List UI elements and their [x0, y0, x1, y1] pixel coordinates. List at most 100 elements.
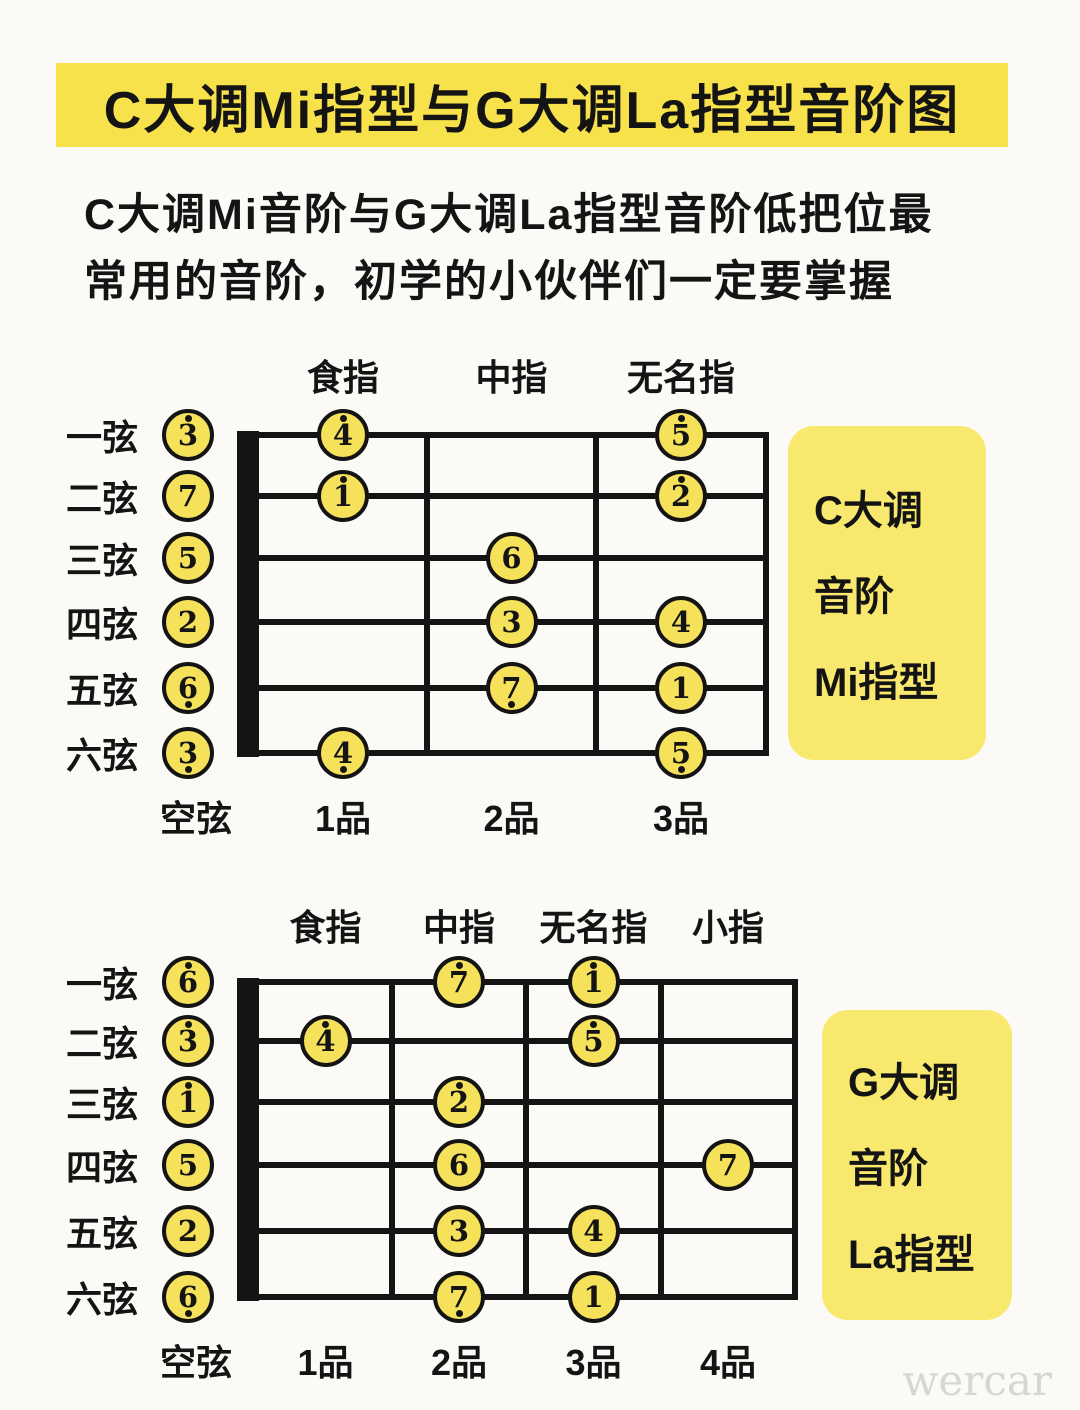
- open-string-note: 5: [162, 1139, 214, 1191]
- fretted-note: 4: [655, 596, 707, 648]
- note-number: 7: [448, 1279, 470, 1314]
- octave-dot-high: [677, 476, 685, 483]
- string-line: [237, 1099, 798, 1105]
- fretted-note: 2: [655, 470, 707, 522]
- side-label-line: 音阶: [848, 1147, 928, 1191]
- finger-label: 中指: [422, 907, 496, 948]
- note-number: 4: [670, 604, 692, 639]
- string-label: 二弦: [65, 478, 139, 519]
- nut: [237, 978, 259, 1301]
- finger-label: 食指: [306, 357, 380, 398]
- octave-dot-high: [184, 1021, 192, 1028]
- subtitle-line-2: 常用的音阶，初学的小伙伴们一定要掌握: [84, 258, 894, 306]
- fretted-note: 1: [567, 956, 620, 1008]
- finger-label: 无名指: [626, 357, 736, 398]
- string-label: 六弦: [65, 1279, 139, 1320]
- fret-label: 1品: [297, 1342, 354, 1383]
- note-number: 4: [332, 417, 354, 452]
- octave-dot-low: [455, 1310, 463, 1317]
- note-number: 2: [177, 1213, 199, 1248]
- note-number: 1: [583, 964, 604, 999]
- note-number: 6: [177, 1279, 199, 1314]
- fretted-note: 6: [433, 1139, 485, 1191]
- open-string-note: 3: [162, 1015, 214, 1067]
- finger-label: 食指: [289, 907, 362, 948]
- note-number: 3: [177, 735, 199, 770]
- finger-label: 中指: [475, 357, 548, 398]
- open-string-note: 1: [162, 1076, 214, 1128]
- page-title-text: C大调Mi指型与G大调La指型音阶图: [103, 81, 961, 140]
- note-number: 5: [177, 1147, 199, 1182]
- fret-wire: [389, 979, 395, 1300]
- fretted-note: 3: [433, 1205, 485, 1257]
- fretted-note: 5: [567, 1015, 620, 1067]
- fretted-note: 4: [317, 727, 369, 779]
- subtitle: C大调Mi音阶与G大调La指型音阶低把位最 常用的音阶，初学的小伙伴们一定要掌握: [84, 182, 933, 316]
- open-string-note: 6: [162, 662, 214, 714]
- string-line: [237, 1228, 798, 1234]
- octave-dot-high: [322, 1021, 329, 1028]
- side-label-line: G大调: [848, 1061, 960, 1105]
- octave-dot-high: [590, 962, 597, 969]
- open-string-note: 2: [162, 596, 214, 648]
- string-label: 二弦: [65, 1023, 139, 1064]
- note-number: 5: [177, 540, 199, 575]
- fret-label: 3品: [565, 1342, 622, 1383]
- fret-label: 1品: [314, 798, 372, 839]
- fretted-note: 5: [655, 727, 707, 779]
- fretted-note: 4: [317, 409, 369, 461]
- note-number: 6: [448, 1147, 470, 1182]
- string-label: 五弦: [65, 1213, 139, 1254]
- side-label-line: Mi指型: [814, 661, 939, 705]
- octave-dot-high: [590, 1021, 597, 1028]
- finger-label: 小指: [691, 907, 765, 948]
- octave-dot-low: [508, 701, 515, 708]
- note-number: 2: [177, 604, 199, 639]
- open-string-note: 7: [162, 470, 214, 522]
- note-number: 1: [332, 478, 354, 513]
- string-line: [237, 979, 798, 985]
- fretted-note: 1: [567, 1271, 620, 1323]
- note-number: 7: [448, 964, 470, 999]
- note-number: 7: [501, 670, 522, 705]
- note-number: 1: [670, 670, 692, 705]
- fret-wire: [523, 979, 529, 1300]
- string-label: 三弦: [65, 1084, 139, 1125]
- octave-dot-high: [184, 962, 192, 969]
- fret-label: 空弦: [159, 1342, 233, 1383]
- octave-dot-high: [677, 415, 685, 422]
- note-number: 1: [177, 1084, 199, 1119]
- octave-dot-high: [184, 415, 192, 422]
- note-number: 3: [177, 417, 199, 452]
- open-string-note: 2: [162, 1205, 214, 1257]
- string-label: 一弦: [65, 964, 139, 1005]
- note-number: 3: [501, 604, 522, 639]
- string-label: 五弦: [65, 670, 139, 711]
- octave-dot-high: [455, 1082, 463, 1089]
- note-number: 2: [448, 1084, 470, 1119]
- fret-label: 空弦: [159, 798, 233, 839]
- open-string-note: 3: [162, 409, 214, 461]
- note-number: 5: [670, 735, 692, 770]
- fret-label: 4品: [699, 1342, 757, 1383]
- note-number: 4: [332, 735, 354, 770]
- side-label-line: La指型: [848, 1233, 975, 1277]
- note-number: 5: [583, 1023, 604, 1058]
- fret-label: 2品: [483, 798, 540, 839]
- side-label-line: 音阶: [814, 575, 894, 619]
- fret-wire: [658, 979, 664, 1300]
- side-label-line: C大调: [814, 489, 923, 533]
- open-string-note: 6: [162, 1271, 214, 1323]
- fret-wire: [792, 979, 798, 1300]
- note-number: 7: [717, 1147, 739, 1182]
- fret-wire: [593, 432, 599, 756]
- open-string-note: 6: [162, 956, 214, 1008]
- string-label: 一弦: [65, 417, 139, 458]
- note-number: 5: [670, 417, 692, 452]
- octave-dot-high: [339, 476, 347, 483]
- string-line: [237, 493, 769, 499]
- nut: [237, 431, 259, 757]
- string-label: 四弦: [65, 1147, 139, 1188]
